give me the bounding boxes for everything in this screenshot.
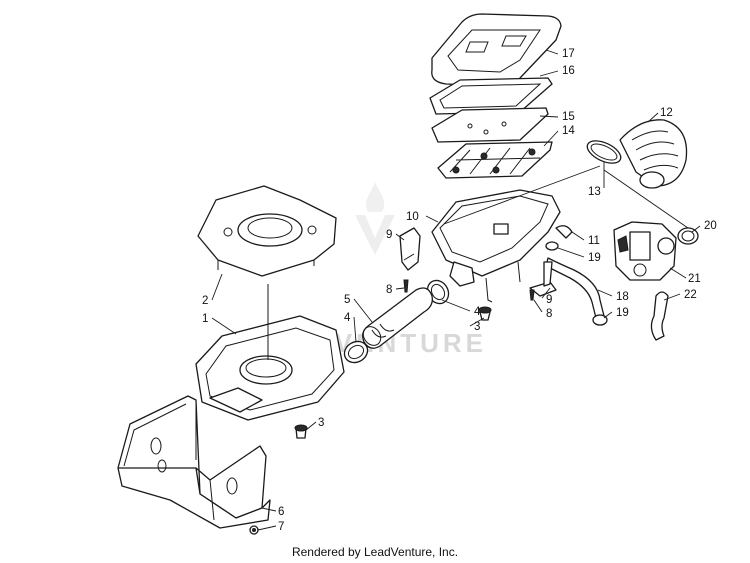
callout-18: 18 — [616, 291, 629, 303]
footer-credit: Rendered by LeadVenture, Inc. — [291, 545, 459, 559]
callout-8-left: 8 — [386, 284, 392, 296]
callout-5: 5 — [344, 294, 350, 306]
callout-13: 13 — [588, 186, 601, 198]
callout-17: 17 — [562, 48, 575, 60]
part-3-grommet-left[interactable] — [294, 424, 308, 439]
part-10-air-box[interactable] — [431, 189, 561, 303]
part-18-vent-hose[interactable] — [545, 257, 605, 319]
callout-19-lower: 19 — [616, 307, 629, 319]
part-12-intake-boot[interactable] — [619, 119, 688, 189]
callout-3-right: 3 — [474, 321, 480, 333]
part-17-airbox-lid[interactable] — [431, 13, 562, 87]
part-19-clamp-upper[interactable] — [545, 241, 559, 251]
callout-22: 22 — [684, 289, 697, 301]
callout-7: 7 — [278, 521, 284, 533]
part-9-bracket-left[interactable] — [399, 227, 421, 271]
callout-11: 11 — [588, 235, 600, 247]
part-14-filter-cage[interactable] — [437, 141, 553, 179]
part-21-carburetor[interactable] — [613, 221, 677, 281]
callout-14: 14 — [562, 125, 575, 137]
part-8-screw-left[interactable] — [403, 279, 409, 293]
leader-lines — [211, 49, 701, 531]
callout-4-right: 4 — [474, 306, 481, 318]
callout-15: 15 — [562, 111, 575, 123]
part-6-shield[interactable] — [117, 395, 271, 529]
callout-16: 16 — [562, 65, 575, 77]
part-5-intake-duct[interactable] — [360, 287, 433, 349]
callout-9-left: 9 — [386, 229, 392, 241]
part-15-filter-plate[interactable] — [431, 107, 549, 143]
part-13-clamp[interactable] — [584, 136, 624, 168]
callout-8-right: 8 — [546, 308, 552, 320]
callout-6: 6 — [278, 506, 284, 518]
part-7-screw[interactable] — [249, 525, 259, 535]
part-9-bracket-right[interactable] — [529, 261, 557, 297]
watermark-logo — [355, 182, 395, 255]
part-19-clamp-lower[interactable] — [592, 314, 608, 326]
callout-2: 2 — [202, 295, 208, 307]
part-22-hose[interactable] — [650, 291, 669, 341]
part-16-gasket[interactable] — [429, 77, 553, 115]
part-4-clamp-lower[interactable] — [341, 337, 372, 366]
part-3-grommet-right[interactable] — [478, 306, 492, 321]
callout-1: 1 — [202, 313, 208, 325]
callout-19-upper: 19 — [588, 252, 601, 264]
part-20-clamp[interactable] — [677, 227, 699, 245]
callout-3-left: 3 — [318, 417, 324, 429]
part-11-clip[interactable] — [555, 225, 573, 239]
callout-labels: 17 16 15 14 12 13 10 11 19 20 21 18 19 2… — [202, 48, 717, 533]
callout-20: 20 — [704, 220, 717, 232]
callout-9-right: 9 — [546, 294, 552, 306]
part-8-screw-right[interactable] — [529, 289, 535, 301]
part-1-base-tray[interactable] — [195, 284, 345, 421]
callout-21: 21 — [688, 273, 701, 285]
callout-12: 12 — [660, 107, 673, 119]
callout-10: 10 — [406, 211, 419, 223]
part-2-mounting-plate[interactable] — [197, 185, 337, 277]
callout-4-left: 4 — [344, 312, 351, 324]
